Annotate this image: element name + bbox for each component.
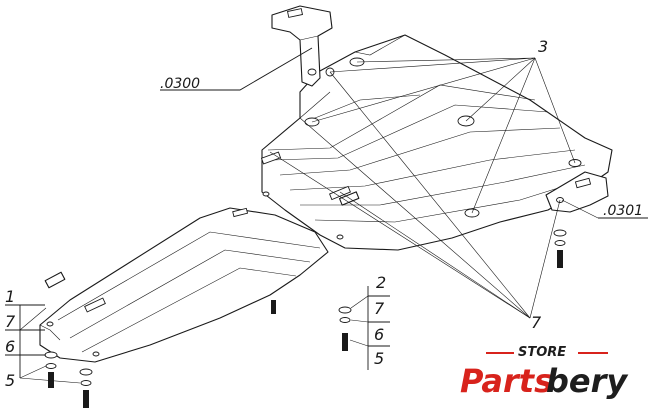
fasteners xyxy=(44,229,567,408)
callout-labels: .0300 .0301 3 7 2 7 6 5 1 7 6 5 xyxy=(5,37,643,390)
label-6-right: 6 xyxy=(374,325,384,344)
logo-store-text: STORE xyxy=(518,345,566,360)
label-6-left: 6 xyxy=(5,337,15,356)
gearbox-skid-plate xyxy=(39,207,329,363)
label-5-left: 5 xyxy=(5,371,15,390)
label-3: 3 xyxy=(538,37,548,56)
label-7-bottom: 7 xyxy=(531,313,542,332)
partsbery-logo: STORE Parts bery xyxy=(460,345,628,400)
label-1: 1 xyxy=(5,287,15,306)
logo-brand-parts: Parts xyxy=(460,362,553,400)
logo-brand-bery: bery xyxy=(546,362,628,400)
logo-line-right xyxy=(578,352,608,354)
label-0300: .0300 xyxy=(160,76,200,92)
loose-spacer-plates xyxy=(44,191,360,289)
bracket-0300 xyxy=(271,5,335,87)
bracket-0301 xyxy=(545,171,609,213)
label-7-mid: 7 xyxy=(374,299,385,318)
label-2: 2 xyxy=(376,273,386,292)
logo-line-left xyxy=(486,352,514,354)
label-7-left: 7 xyxy=(5,312,16,331)
label-5-right: 5 xyxy=(374,349,384,368)
label-0301: .0301 xyxy=(603,203,643,219)
leader-lines xyxy=(5,47,648,384)
